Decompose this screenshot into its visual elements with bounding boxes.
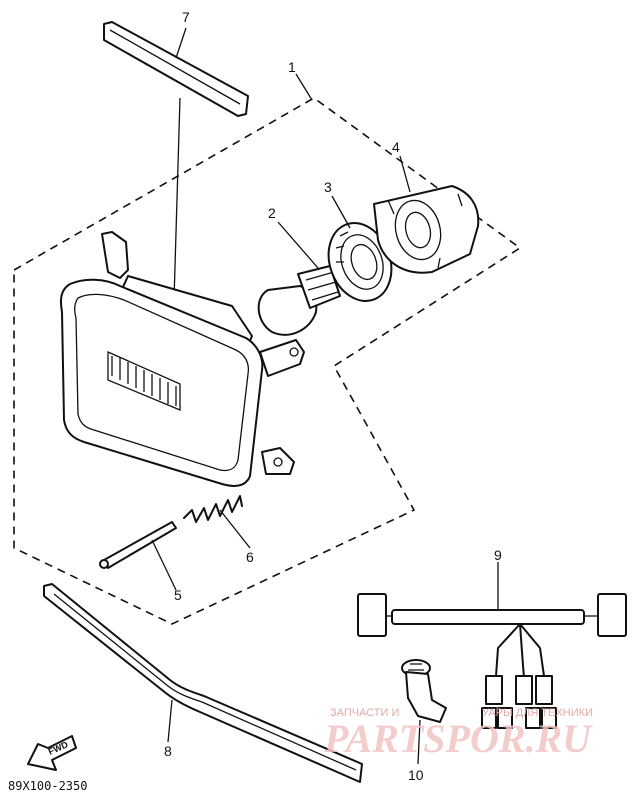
callout-2: 2 — [268, 205, 276, 221]
leader-6 — [219, 509, 251, 549]
callout-10: 10 — [408, 767, 424, 783]
part-9-wiring-harness — [357, 562, 627, 729]
diagram-code: 89X100-2350 — [8, 779, 87, 793]
leader-7 — [175, 27, 187, 59]
part-6-spring — [183, 495, 251, 549]
leader-7-long — [173, 97, 181, 301]
leader-10 — [417, 719, 421, 765]
part-8-trim-strip — [43, 583, 363, 783]
part-5-bolt — [99, 521, 177, 591]
callout-4: 4 — [392, 139, 400, 155]
leader-4 — [399, 155, 411, 193]
leader-5 — [151, 539, 177, 591]
callout-7: 7 — [182, 9, 190, 25]
leader-8 — [167, 699, 173, 743]
part-4-rear-cover — [373, 155, 480, 274]
callout-1: 1 — [288, 59, 296, 75]
callout-6: 6 — [246, 549, 254, 565]
leader-1 — [295, 73, 313, 101]
leader-3 — [331, 195, 351, 229]
callout-8: 8 — [164, 743, 172, 759]
callout-9: 9 — [494, 547, 502, 563]
callout-3: 3 — [324, 179, 332, 195]
assembly-boundary — [13, 97, 522, 625]
headlight-housing — [60, 231, 305, 487]
leader-2 — [277, 221, 319, 269]
watermark-tagline-tail: УАРЫ ДЛЯ ТЕХНИКИ — [482, 707, 593, 719]
watermark-tagline: ЗАПЧАСТИ И — [330, 707, 399, 719]
part-7-reflector-strip — [103, 21, 249, 301]
watermark-brand: PARTSPOR.RU — [323, 716, 593, 761]
fwd-arrow-icon: FWD — [27, 735, 77, 771]
part-2-bulb — [257, 221, 341, 336]
part-10-clamp — [401, 659, 447, 765]
callout-5: 5 — [174, 587, 182, 603]
